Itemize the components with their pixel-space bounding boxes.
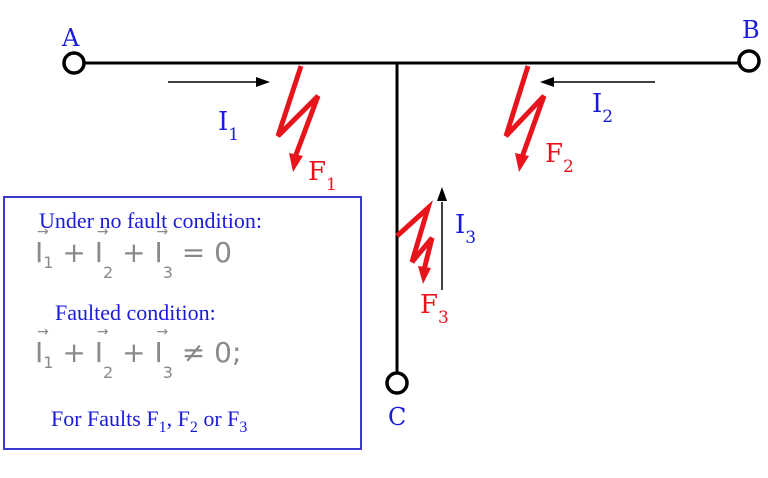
faulted-equation: I→1 + I→2 + I→3 ≠ 0; <box>35 324 242 382</box>
no-fault-equation: I→1 + I→2 + I→3 = 0 <box>35 224 232 282</box>
current-label-i3: I3 <box>455 210 476 248</box>
no-fault-heading: Under no fault condition: <box>39 208 263 233</box>
terminal-c <box>385 371 409 395</box>
current-label-i2: I2 <box>592 89 613 127</box>
fault-bolt-f1 <box>275 65 321 172</box>
node-label-a: A <box>61 24 80 52</box>
fault-label-f2: F2 <box>545 139 574 177</box>
faults-footer: For Faults F1, F2 or F3 <box>51 406 248 436</box>
formula-box: Under no fault condition: I→1 + I→2 + I→… <box>3 196 362 450</box>
current-label-i1: I1 <box>218 107 239 145</box>
fault-bolt-f2 <box>503 65 547 172</box>
node-label-b: B <box>742 16 760 44</box>
terminal-b <box>737 49 761 73</box>
fault-label-f1: F1 <box>308 157 337 195</box>
current-arrow-i2 <box>540 77 655 87</box>
faulted-heading: Faulted condition: <box>55 300 216 325</box>
current-arrow-i3 <box>437 187 447 290</box>
fault-label-f3: F3 <box>420 290 449 328</box>
fault-bolt-f3 <box>395 200 435 284</box>
terminal-a <box>62 51 86 75</box>
current-arrow-i1 <box>168 77 270 87</box>
node-label-c: C <box>388 403 406 431</box>
